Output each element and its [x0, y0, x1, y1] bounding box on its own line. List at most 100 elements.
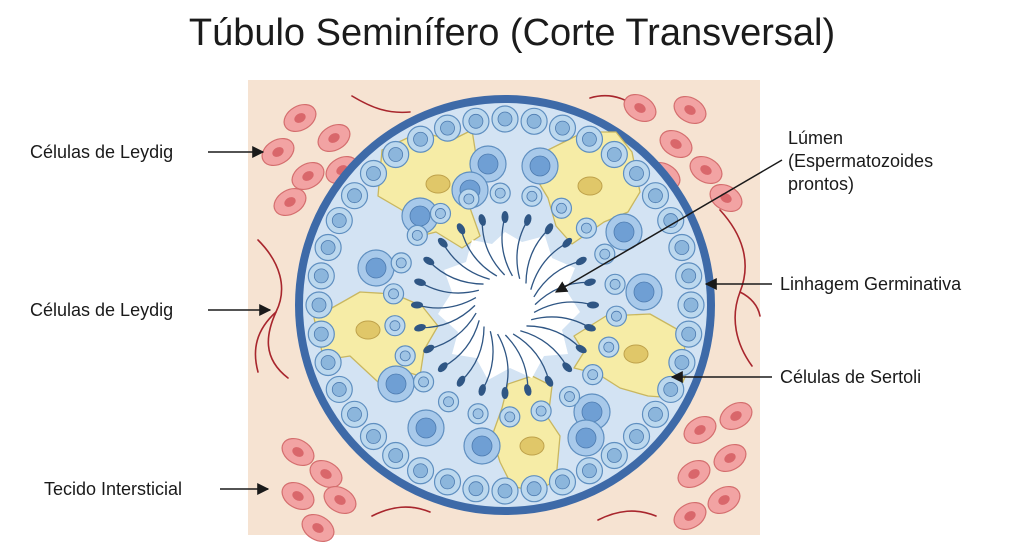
- spermatogonium: [433, 468, 462, 496]
- label-lumen-line1: Lúmen: [788, 128, 843, 148]
- spermatogonium: [491, 477, 519, 505]
- spermatid: [575, 217, 598, 239]
- spermatozoon: [501, 211, 513, 277]
- spermatid: [582, 364, 604, 386]
- spermatid: [550, 197, 573, 219]
- leydig-cell: [659, 129, 693, 159]
- spermatogonium: [340, 400, 369, 428]
- leydig-cell: [623, 93, 657, 123]
- spermatogonium: [433, 114, 462, 142]
- spermatogonium: [325, 375, 353, 404]
- spermatocyte: [377, 365, 415, 403]
- spermatogonium: [641, 182, 670, 210]
- spermatozoon: [526, 325, 587, 354]
- leydig-cell: [707, 485, 741, 515]
- spermatozoon: [516, 214, 532, 280]
- leydig-cell: [683, 415, 717, 445]
- spermatid: [467, 403, 489, 425]
- spermatid: [499, 406, 521, 428]
- spermatogonium: [675, 320, 703, 348]
- leydig-cell: [261, 137, 295, 167]
- sertoli-nucleus: [425, 174, 451, 194]
- blood-vessels: [254, 94, 761, 521]
- spermatogonium: [641, 400, 670, 428]
- spermatozoa: [411, 211, 599, 399]
- spermatogonium: [491, 105, 519, 133]
- spermatogonium: [406, 125, 435, 153]
- spermatogonium: [340, 182, 369, 210]
- vessel: [371, 506, 431, 517]
- spermatogonium: [314, 233, 342, 262]
- spermatogonium: [657, 375, 685, 404]
- vessel: [739, 291, 761, 317]
- spermatid: [382, 283, 405, 305]
- label-sertoli-cells: Células de Sertoli: [780, 367, 921, 387]
- spermatozoon: [533, 301, 599, 313]
- spermatocyte: [463, 427, 501, 465]
- spermatozoon: [423, 312, 477, 354]
- spermatozoon: [423, 256, 484, 285]
- spermatozoon: [414, 278, 480, 294]
- leydig-cell: [301, 513, 335, 543]
- spermatogonium: [307, 262, 335, 290]
- spermatogonium: [520, 107, 548, 135]
- leydig-cell: [719, 401, 753, 431]
- spermatogonium: [622, 159, 651, 188]
- spermatid: [394, 345, 416, 367]
- spermatogonium: [600, 441, 628, 470]
- lumen: [438, 232, 580, 380]
- spermatogonium: [359, 422, 388, 451]
- spermatocyte: [357, 249, 395, 287]
- spermatogonium: [325, 206, 353, 235]
- spermatogonium: [305, 291, 333, 319]
- spermatozoon: [456, 326, 485, 387]
- spermatogonium: [668, 348, 696, 377]
- spermatogonium: [675, 262, 703, 290]
- leydig-cell: [323, 485, 357, 515]
- sertoli-nucleus: [577, 176, 603, 196]
- label-germinal-lineage: Linhagem Germinativa: [780, 274, 962, 294]
- spermatid: [429, 202, 452, 225]
- sertoli-nucleus: [623, 344, 649, 364]
- spermatid: [598, 336, 620, 358]
- label-leydig-cells-top: Células de Leydig: [30, 142, 173, 162]
- lumen-space: [438, 232, 580, 380]
- leydig-cell: [673, 95, 707, 125]
- label-lumen-line3: prontos): [788, 174, 854, 194]
- spermatid: [521, 185, 543, 207]
- leydig-cell: [283, 103, 317, 133]
- spermatogonium: [600, 140, 628, 169]
- spermatogonium: [575, 125, 604, 153]
- sertoli-nucleus: [519, 436, 545, 456]
- leydig-cell: [709, 183, 743, 213]
- label-lumen-line2: (Espermatozoides: [788, 151, 933, 171]
- spermatozoon: [504, 334, 532, 396]
- spermatocyte: [625, 273, 663, 311]
- vessel: [351, 95, 411, 114]
- spermatozoon: [525, 223, 554, 284]
- spermatid: [604, 273, 626, 295]
- spermatogonium: [677, 291, 705, 319]
- spermatogonium: [462, 107, 490, 135]
- spermatogonium: [382, 441, 410, 470]
- spermatogonium: [657, 206, 685, 235]
- leydig-cell: [281, 481, 315, 511]
- spermatozoon: [437, 320, 480, 373]
- spermatid: [605, 305, 628, 327]
- spermatogonium: [520, 475, 548, 503]
- spermatid: [558, 385, 581, 408]
- leydig-cell: [673, 501, 707, 531]
- label-leydig-cells-mid: Células de Leydig: [30, 300, 173, 320]
- spermatozoon: [497, 333, 509, 399]
- spermatogonium: [622, 422, 651, 451]
- spermatozoon: [411, 297, 477, 309]
- spermatogonium: [359, 159, 388, 188]
- arrow-lumen: [554, 159, 783, 293]
- spermatocyte: [521, 147, 559, 185]
- spermatid: [406, 224, 428, 246]
- vessel: [597, 510, 657, 521]
- sertoli-nucleus: [355, 320, 381, 340]
- spermatozoon: [520, 330, 573, 373]
- label-interstitial-tissue: Tecido Intersticial: [44, 479, 182, 499]
